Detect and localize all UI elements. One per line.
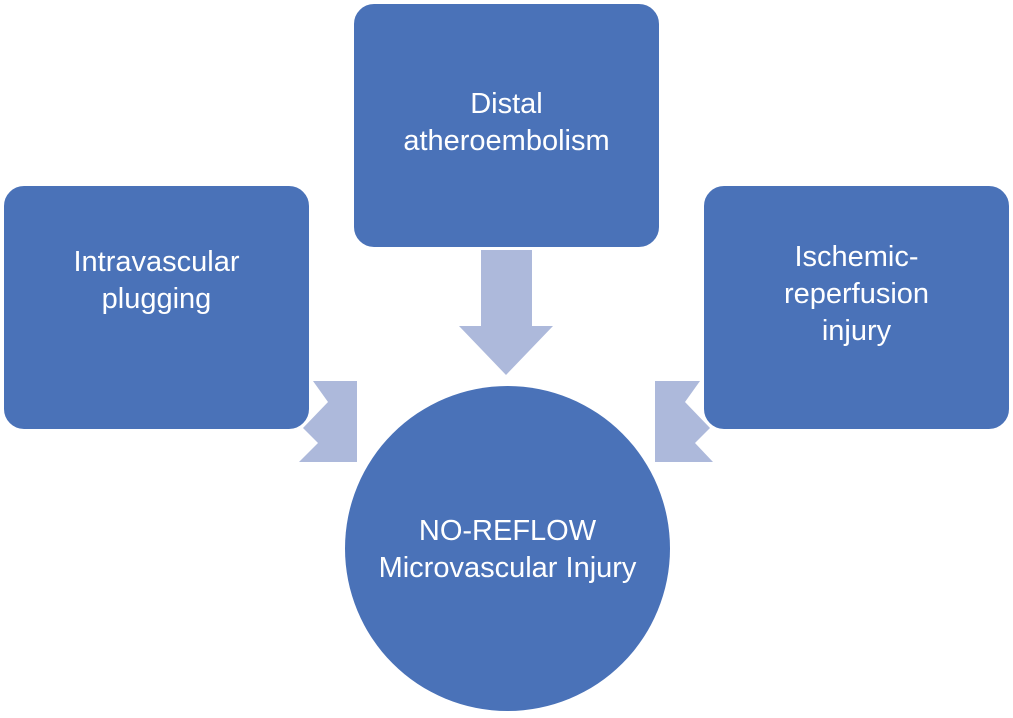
arrow-top-to-center bbox=[459, 250, 553, 375]
node-label: Distal atheroembolism bbox=[403, 88, 610, 157]
node-distal-atheroembolism: Distal atheroembolism bbox=[352, 2, 661, 249]
node-ischemic-reperfusion-injury: Ischemic- reperfusion injury bbox=[702, 184, 1011, 431]
arrow-right-to-center bbox=[655, 381, 713, 462]
arrow-left-to-center bbox=[299, 381, 357, 462]
node-no-reflow: NO-REFLOW Microvascular Injury bbox=[345, 386, 670, 711]
node-label: NO-REFLOW Microvascular Injury bbox=[378, 515, 637, 584]
node-label: Ischemic- reperfusion injury bbox=[783, 240, 930, 347]
node-intravascular-plugging: Intravascular plugging bbox=[2, 184, 311, 431]
node-label: Intravascular plugging bbox=[73, 246, 240, 315]
